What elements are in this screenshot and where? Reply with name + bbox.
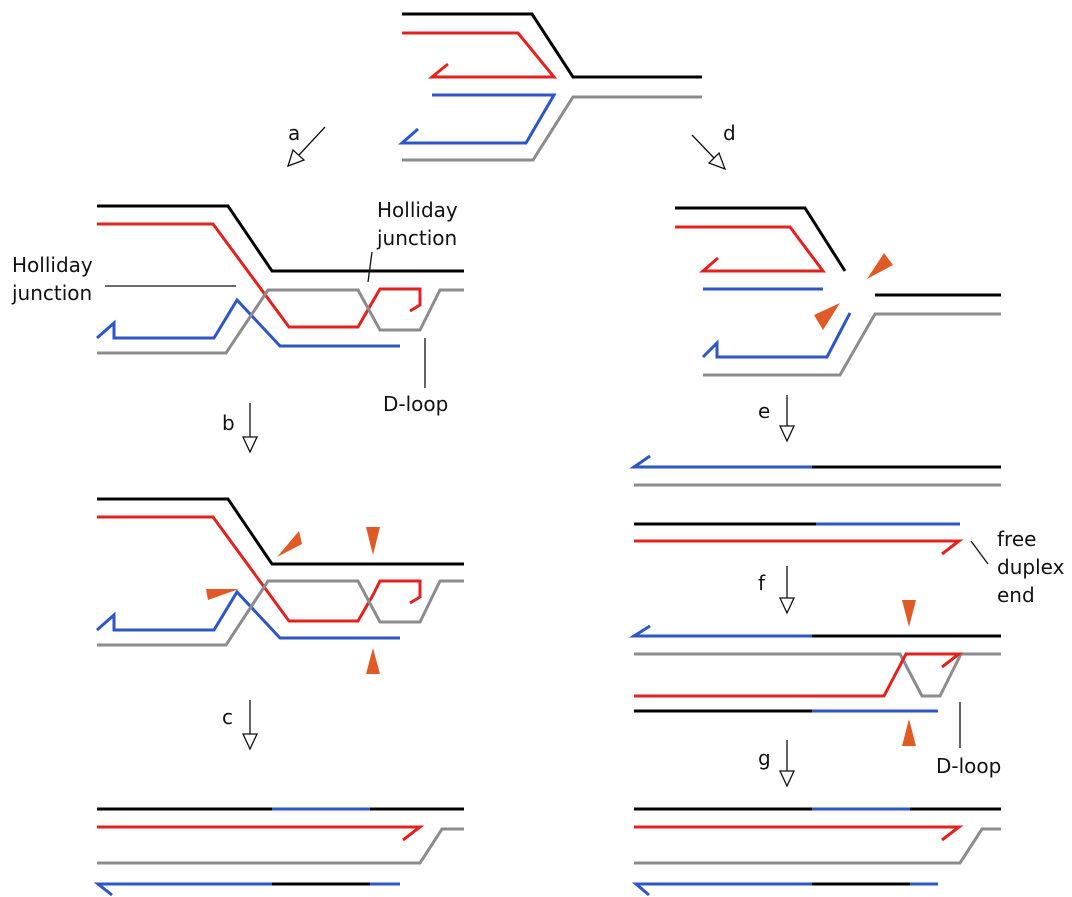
initial-resected-break-panel [398, 12, 702, 162]
step-label-g: g [758, 746, 771, 770]
step-label-e: e [758, 399, 770, 423]
holliday-junction-label-right-2: junction [376, 226, 457, 250]
cleavage-site-marker [366, 648, 380, 674]
step-label-f: f [758, 571, 766, 595]
holliday-junction-label-left-2: junction [11, 281, 92, 305]
strand-blue [96, 589, 400, 640]
step-arrow-a: a [286, 121, 326, 168]
strand-red [634, 539, 964, 556]
d-loop-label-right: D-loop [936, 754, 1001, 778]
strand-red [402, 31, 558, 79]
cleavage-site-marker [366, 527, 380, 555]
double-holliday-junction-panel: Holliday junction Holliday junction D-lo… [11, 198, 464, 416]
strand-blue [629, 454, 812, 469]
crossover-products-panel [93, 807, 464, 897]
non-crossover-products-panel [631, 807, 1001, 897]
cleavage-site-marker [814, 303, 840, 330]
step-arrow-b: b [222, 403, 259, 454]
strand-gray [402, 95, 702, 162]
strand-red [634, 652, 964, 698]
strand-blue [631, 882, 812, 897]
strand-red [97, 222, 422, 329]
strand-red [97, 825, 425, 842]
strand-blue [628, 624, 812, 638]
strand-gray [97, 827, 464, 865]
free-duplex-end-label-3: end [997, 583, 1035, 607]
strand-invasion-cleavage-panel [675, 206, 1001, 377]
strand-gray [703, 312, 1001, 377]
step-arrow-f: f [758, 566, 796, 615]
cleavage-site-marker [902, 719, 916, 746]
cleavage-site-marker [867, 253, 893, 279]
strand-red [675, 225, 826, 273]
strand-black [97, 497, 464, 566]
d-loop-label-left: D-loop [383, 392, 448, 416]
free-duplex-end-label-2: duplex [997, 555, 1065, 579]
strand-gray [97, 579, 464, 647]
strand-blue [701, 312, 852, 359]
strand-black [97, 204, 464, 273]
cleavage-site-marker [277, 531, 302, 557]
free-duplex-end-pointer [970, 540, 989, 565]
holliday-junction-resolution-panel [96, 497, 464, 674]
strand-gray [97, 288, 464, 355]
strand-blue [93, 882, 272, 897]
strand-blue [398, 93, 557, 145]
strand-blue [96, 297, 400, 348]
free-duplex-end-label: free [997, 527, 1036, 551]
holliday-junction-label-right: Holliday [377, 198, 458, 222]
step-arrow-e: e [758, 395, 796, 443]
second-end-invasion-panel: D-loop [628, 600, 1001, 778]
separated-duplexes-panel: free duplex end [629, 454, 1065, 607]
step-label-b: b [222, 411, 235, 435]
strand-red [97, 515, 422, 623]
strand-gray [634, 652, 1001, 698]
step-label-d: d [723, 121, 736, 145]
step-label-c: c [222, 705, 233, 729]
strand-black [402, 12, 702, 79]
holliday-junction-pointer-right [367, 251, 373, 283]
step-arrow-c: c [222, 700, 259, 751]
cleavage-site-marker [902, 600, 916, 627]
strand-gray [634, 827, 1001, 865]
holliday-junction-label-left: Holliday [12, 253, 93, 277]
step-arrow-g: g [758, 740, 796, 788]
strand-red [634, 825, 964, 842]
cleavage-site-marker [206, 589, 239, 600]
step-arrow-d: d [691, 121, 736, 171]
step-label-a: a [288, 121, 300, 145]
strand-black [675, 206, 847, 272]
